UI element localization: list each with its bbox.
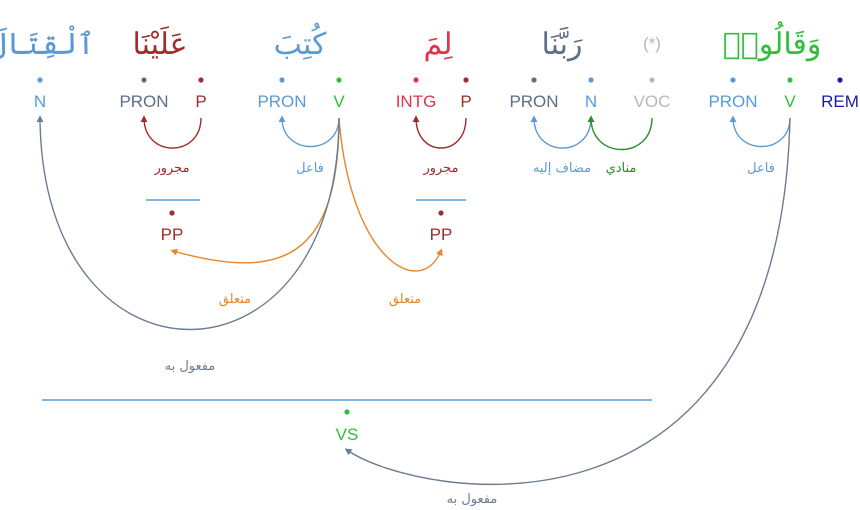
tag-pron4: PRON <box>708 92 757 111</box>
label-fail-2: فاعل <box>747 161 775 176</box>
arc-majrur-alayna <box>140 115 202 149</box>
tag-p1: P <box>195 92 206 111</box>
tag-intg: INTG <box>396 92 437 111</box>
dot-pron1 <box>141 77 147 83</box>
label-fail-1: فاعل <box>296 161 324 176</box>
tag-p2: P <box>460 92 471 111</box>
tag-rem: REM <box>821 92 859 111</box>
arc-mudaf-ilayh <box>530 115 592 149</box>
arc-munada <box>587 115 653 151</box>
tag-voc: VOC <box>634 92 671 111</box>
tag-pron2: PRON <box>257 92 306 111</box>
label-mafool-1: مفعول به <box>165 359 216 374</box>
tag-n2: N <box>585 92 597 111</box>
dot-v1 <box>336 77 342 83</box>
arc-mutaalliq-2 <box>338 117 443 272</box>
word-wa-qalu: وَقَالُوا۟ <box>723 20 822 62</box>
label-mafool-2: مفعول به <box>447 492 498 507</box>
tag-pron3: PRON <box>509 92 558 111</box>
label-mutaalliq-1: متعلق <box>219 292 251 307</box>
label-mudaf-ilayh: مضاف إليه <box>533 161 591 176</box>
label-majrur-1: مجرور <box>153 161 189 176</box>
word-alayna: عَلَيْنَا <box>132 25 187 62</box>
dot-pron4 <box>730 77 736 83</box>
tag-vs: VS <box>336 425 359 444</box>
tag-v1: V <box>333 92 345 111</box>
arc-majrur-lima <box>412 115 467 149</box>
label-majrur-2: مجرور <box>422 161 458 176</box>
dot-p1 <box>198 77 204 83</box>
dot-voc <box>649 77 655 83</box>
tag-n1: N <box>34 92 46 111</box>
word-kutiba: كُتِبَ <box>274 22 328 62</box>
arc-fail-kutiba <box>278 115 340 148</box>
word-lima: لِمَ <box>423 27 452 62</box>
arc-mafool-2 <box>344 117 791 486</box>
tag-pp2: PP <box>430 225 453 244</box>
label-munada: منادي <box>606 161 637 176</box>
dot-n1 <box>37 77 43 83</box>
dot-pp2 <box>438 210 444 216</box>
word-al-qital: ٱلْقِتَالَ <box>0 24 95 62</box>
dot-n2 <box>588 77 594 83</box>
dot-pron3 <box>531 77 537 83</box>
dot-pron2 <box>279 77 285 83</box>
arc-mafool-1 <box>36 115 340 331</box>
dot-rem <box>837 77 843 83</box>
tag-v2: V <box>784 92 796 111</box>
label-mutaalliq-2: متعلق <box>389 292 421 307</box>
dot-v2 <box>787 77 793 83</box>
word-rabbana: رَبَّنَا <box>541 26 582 62</box>
arc-fail-qalu <box>729 115 791 148</box>
dot-intg <box>413 77 419 83</box>
dot-pp1 <box>169 210 175 216</box>
dot-vs <box>344 409 350 415</box>
tag-pp1: PP <box>161 225 184 244</box>
word-hidden-pronoun: (*) <box>643 34 661 53</box>
dot-p2 <box>463 77 469 83</box>
tag-pron1: PRON <box>119 92 168 111</box>
